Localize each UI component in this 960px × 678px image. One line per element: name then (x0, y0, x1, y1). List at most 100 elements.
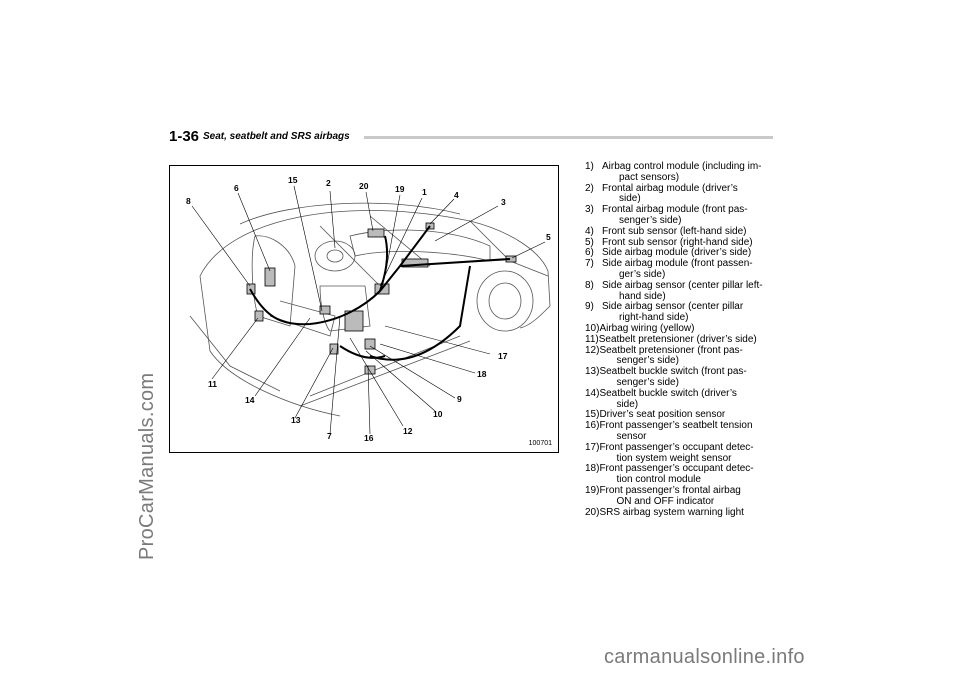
callout-3: 3 (501, 197, 506, 207)
legend-item-20: 20)SRS airbag system warning light (585, 506, 785, 519)
callout-6: 6 (234, 183, 239, 193)
legend-text-continued: senger’s side) (616, 355, 679, 367)
component-legend: 1) Airbag control module (including im-pa… (585, 161, 785, 519)
legend-text: Side airbag sensor (center pillar (602, 301, 744, 313)
callout-4: 4 (454, 190, 459, 200)
legend-text: Airbag control module (including im- (602, 161, 762, 172)
legend-text-continued: senger’s side) (616, 376, 679, 388)
callout-10: 10 (433, 409, 443, 419)
legend-item-10: 10)Airbag wiring (yellow) (585, 322, 785, 335)
legend-number: 10) (585, 322, 600, 334)
legend-item-5: 5) Front sub sensor (right-hand side) (585, 236, 785, 249)
callout-2: 2 (326, 178, 331, 188)
header-rule (364, 136, 773, 139)
legend-text-continued: tion system weight sensor (616, 452, 732, 464)
legend-text: Side airbag module (driver’s side) (602, 247, 752, 259)
legend-item-4: 4) Front sub sensor (left-hand side) (585, 225, 785, 238)
page-header: 1-36 Seat, seatbelt and SRS airbags (169, 128, 773, 146)
legend-number: 20) (585, 506, 600, 518)
legend-item-6: 6) Side airbag module (driver’s side) (585, 247, 785, 259)
legend-item-1: 1) Airbag control module (including im-pa… (585, 161, 785, 184)
legend-number: 19) (585, 484, 600, 496)
legend-number: 17) (585, 441, 600, 453)
legend-number: 15) (585, 409, 600, 421)
legend-text: Seatbelt pretensioner (front pas- (599, 344, 743, 356)
legend-text: Frontal airbag module (front pas- (602, 204, 748, 216)
legend-number: 1) (585, 161, 594, 172)
legend-text: SRS airbag system warning light (599, 506, 744, 518)
legend-number: 3) (585, 204, 594, 216)
section-title: Seat, seatbelt and SRS airbags (203, 131, 350, 142)
legend-number: 13) (585, 366, 600, 378)
callout-9: 9 (457, 394, 462, 404)
vehicle-cutaway-illustration (189, 185, 551, 435)
legend-text-continued: tion control module (616, 474, 701, 486)
figure-code: 100701 (528, 440, 552, 447)
legend-text-continued: right-hand side) (619, 312, 689, 324)
legend-text: Front sub sensor (right-hand side) (602, 236, 753, 248)
legend-text-continued: sensor (616, 430, 647, 442)
legend-text: Seatbelt pretensioner (driver’s side) (598, 333, 757, 345)
callout-15: 15 (288, 175, 298, 185)
legend-number: 4) (585, 225, 594, 237)
callout-7: 7 (327, 431, 332, 441)
callout-13: 13 (291, 415, 301, 425)
callout-17: 17 (498, 351, 508, 361)
legend-number: 11) (585, 333, 599, 345)
legend-number: 8) (585, 279, 594, 291)
legend-item-13: 13)Seatbelt buckle switch (front pas-sen… (585, 366, 785, 389)
legend-text: Seatbelt buckle switch (front pas- (599, 366, 747, 378)
legend-number: 2) (585, 182, 594, 194)
legend-text: Airbag wiring (yellow) (599, 322, 695, 334)
legend-number: 12) (585, 344, 600, 356)
legend-text: Frontal airbag module (driver’s (602, 182, 738, 194)
srs-component-diagram: 8 6 15 2 20 19 1 4 3 5 17 18 9 10 12 16 … (169, 165, 559, 453)
legend-item-17: 17)Front passenger’s occupant detec-tion… (585, 441, 785, 465)
legend-text: Front passenger’s frontal airbag (599, 484, 741, 496)
legend-number: 7) (585, 258, 594, 270)
legend-item-11: 11)Seatbelt pretensioner (driver’s side) (585, 333, 785, 346)
legend-item-12: 12)Seatbelt pretensioner (front pas-seng… (585, 344, 785, 368)
legend-item-3: 3) Frontal airbag module (front pas-senge… (585, 204, 785, 227)
legend-number: 5) (585, 236, 594, 248)
legend-number: 9) (585, 301, 594, 313)
legend-text-continued: senger’s side) (619, 214, 682, 226)
callout-11: 11 (208, 379, 217, 389)
legend-text-continued: pact sensors) (619, 171, 680, 183)
page-number: 1-36 (169, 128, 200, 145)
callout-20: 20 (359, 181, 369, 191)
legend-text: Front passenger’s seatbelt tension (599, 420, 753, 432)
legend-text: Front passenger’s occupant detec- (599, 463, 754, 475)
legend-text-continued: ON and OFF indicator (616, 495, 715, 507)
callout-5: 5 (546, 232, 551, 242)
legend-text: Driver’s seat position sensor (599, 409, 726, 421)
legend-text: Side airbag module (front passen- (602, 258, 753, 270)
legend-text-continued: side) (616, 398, 639, 410)
legend-item-7: 7) Side airbag module (front passen-ger’s… (585, 258, 785, 281)
callout-8: 8 (186, 196, 191, 206)
callout-18: 18 (477, 369, 487, 379)
callout-19: 19 (395, 184, 405, 194)
legend-text: Front sub sensor (left-hand side) (602, 225, 747, 237)
callout-1: 1 (422, 187, 427, 197)
legend-text-continued: side) (619, 193, 641, 205)
legend-text: Seatbelt buckle switch (driver’s (599, 387, 737, 399)
legend-text: Front passenger’s occupant detec- (599, 441, 754, 453)
legend-item-18: 18)Front passenger’s occupant detec-tion… (585, 463, 785, 486)
callout-16: 16 (364, 433, 374, 443)
legend-number: 14) (585, 387, 600, 399)
legend-number: 6) (585, 247, 594, 259)
legend-text-continued: ger’s side) (619, 268, 666, 280)
legend-item-15: 15)Driver’s seat position sensor (585, 409, 785, 421)
legend-number: 18) (585, 463, 600, 475)
legend-text-continued: hand side) (619, 290, 666, 302)
bottom-watermark: carmanualsonline.info (604, 646, 805, 668)
callout-14: 14 (245, 395, 255, 405)
legend-text: Side airbag sensor (center pillar left- (602, 279, 763, 291)
callout-12: 12 (403, 426, 413, 436)
